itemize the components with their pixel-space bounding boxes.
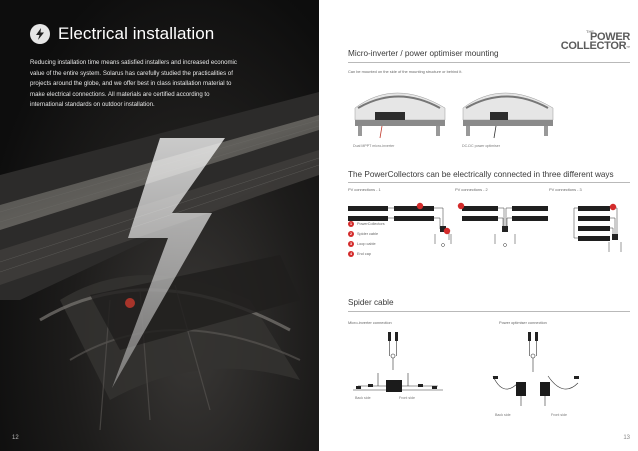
divider	[348, 311, 630, 312]
logo-the: THE	[586, 29, 594, 34]
powercollector-logo: THE POWER COLLECTOR™	[560, 29, 631, 53]
optimiser-mount	[462, 92, 554, 139]
back-side-label-1: Back side	[355, 396, 371, 400]
optimiser-spider	[492, 332, 579, 406]
optimiser-connection-label: Power optimiser connection	[499, 320, 547, 325]
divider	[348, 182, 630, 183]
intro-paragraph: Reducing installation time means satisfi…	[30, 59, 237, 109]
divider	[348, 62, 630, 63]
caption-micro-inverter: Dual MPPT micro-inverter	[353, 144, 395, 148]
pv-connections-2-label: PV connections - 2	[455, 187, 488, 192]
title-row: Electrical installation	[30, 24, 214, 44]
logo-line1: POWER	[589, 31, 630, 44]
solar-collector-photo	[0, 92, 319, 431]
pv-connections-1-label: PV connections - 1	[348, 187, 381, 192]
mounting-illustration	[354, 92, 554, 139]
right-page: THE POWER COLLECTOR™ Micro-inverter / po…	[319, 0, 638, 451]
lightning-bolt-icon	[30, 24, 50, 44]
logo-line2: COLLECTOR™	[560, 40, 631, 53]
page-number-left: 12	[12, 435, 19, 441]
micro-inverter-spider	[353, 332, 443, 392]
pv-connection-1-diagram	[348, 202, 452, 247]
pv-connection-3-diagram	[573, 203, 622, 252]
back-side-label-2: Back side	[495, 413, 511, 417]
pv-connections-3-label: PV connections - 3	[549, 187, 582, 192]
mounting-subtitle: Can be mounted on the side of the mounti…	[348, 69, 463, 74]
pv-connection-2-diagram	[457, 202, 548, 247]
caption-optimiser: DC-DC power optimiser	[462, 144, 500, 148]
mounting-heading: Micro-inverter / power optimiser mountin…	[348, 49, 499, 58]
connection-diagrams	[348, 202, 622, 252]
spider-heading: Spider cable	[348, 298, 394, 307]
front-side-label-1: Front side	[399, 396, 415, 400]
front-side-label-2: Front side	[551, 413, 567, 417]
left-page: Electrical installation Reducing install…	[0, 0, 319, 451]
connections-heading: The PowerCollectors can be electrically …	[348, 170, 614, 179]
micro-inverter-connection-label: Micro-inverter connection	[348, 320, 392, 325]
page-title: Electrical installation	[58, 24, 215, 43]
page-number-right: 13	[623, 435, 630, 441]
spider-cable-diagrams	[353, 332, 579, 406]
micro-inverter-mount	[354, 92, 446, 139]
